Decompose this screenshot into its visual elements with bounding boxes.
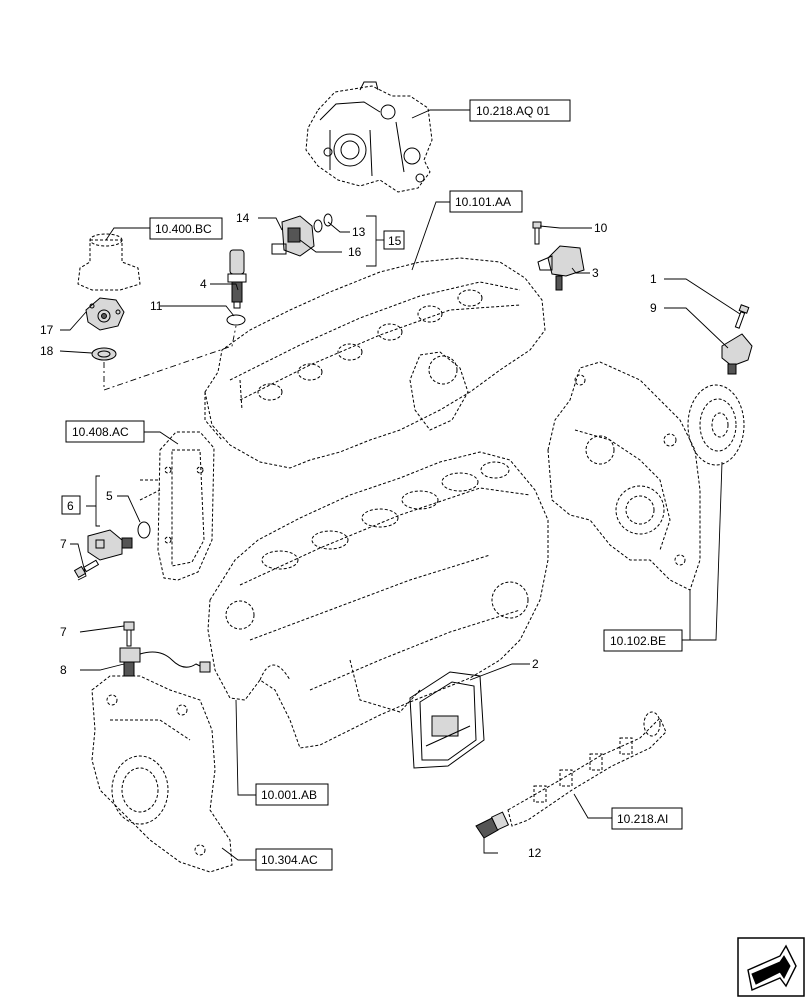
part-4-sensor: [227, 249, 247, 309]
callout-18: 18: [40, 344, 54, 358]
tone-wheel: [687, 384, 745, 466]
common-rail: [507, 711, 667, 827]
callout-5: 5: [106, 489, 113, 503]
ref-label: 10.001.AB: [261, 788, 317, 802]
part-12-sensor: [475, 811, 510, 839]
ref-label: 10.400.BC: [155, 222, 212, 236]
part-8-sensor: [119, 647, 211, 677]
callout-9: 9: [650, 301, 657, 315]
part-1-bolt: [734, 304, 750, 329]
callout-2: 2: [532, 657, 539, 671]
callout-12: 12: [528, 846, 542, 860]
timing-cover: [547, 361, 701, 591]
callout-16: 16: [348, 245, 362, 259]
arrow-nav-icon[interactable]: [737, 937, 805, 997]
flywheel-housing: [91, 675, 233, 873]
part-16-ring: [313, 219, 323, 233]
callout-box-15[interactable]: 15: [383, 230, 405, 250]
ref-10-408-ac[interactable]: 10.408.AC: [65, 420, 145, 443]
callout-7a: 7: [60, 537, 67, 551]
ref-label: 10.101.AA: [455, 195, 511, 209]
ref-10-218-ai[interactable]: 10.218.AI: [611, 807, 683, 830]
callout-11: 11: [150, 299, 163, 313]
callout-4: 4: [200, 277, 207, 291]
part-17-sensor: [85, 297, 125, 331]
water-outlet: [77, 233, 141, 291]
callout-10: 10: [594, 221, 608, 235]
ref-10-001-ab[interactable]: 10.001.AB: [255, 783, 329, 806]
callout-1: 1: [650, 272, 657, 286]
ref-label: 10.218.AQ 01: [476, 104, 550, 118]
callout-17: 17: [40, 323, 54, 337]
callout-8: 8: [60, 663, 67, 677]
high-pressure-pump: [305, 81, 433, 193]
intake-plate: [139, 431, 215, 581]
callout-7b: 7: [60, 625, 67, 639]
ref-label: 10.218.AI: [617, 812, 668, 826]
ref-10-101-aa[interactable]: 10.101.AA: [449, 190, 523, 213]
callout-6: 6: [67, 499, 74, 513]
part-14-valve: [271, 215, 315, 257]
part-5-oring: [137, 521, 151, 539]
callout-3: 3: [592, 266, 599, 280]
cylinder-head: [204, 257, 546, 469]
part-7-bolt-b: [123, 621, 135, 647]
part-3-sensor: [537, 245, 585, 291]
part-11-oring: [226, 314, 246, 326]
ref-label: 10.304.AC: [261, 853, 318, 867]
part-13-ring: [323, 213, 333, 227]
callout-box-6[interactable]: 6: [61, 495, 81, 515]
part-7-bolt-a: [73, 559, 100, 579]
part-6-sensor: [87, 529, 133, 561]
callout-numbers: 1 2 3 4 5 7 7 8 9 10 11 12 13 14 16 17 1…: [40, 211, 657, 860]
ref-10-400-bc[interactable]: 10.400.BC: [149, 217, 223, 240]
engine-block: [207, 451, 549, 749]
ref-label: 10.408.AC: [72, 425, 129, 439]
callout-15: 15: [388, 234, 402, 248]
callout-14: 14: [236, 211, 250, 225]
callout-13: 13: [352, 225, 366, 239]
part-9-sensor: [721, 333, 753, 375]
part-10-bolt: [532, 221, 542, 245]
leader-lines: [59, 109, 741, 861]
part-2-ecu: [409, 671, 485, 769]
ref-10-218-aq-01[interactable]: 10.218.AQ 01: [469, 99, 571, 122]
part-18-seal: [91, 347, 117, 361]
ref-label: 10.102.BE: [610, 634, 666, 648]
ref-10-304-ac[interactable]: 10.304.AC: [255, 848, 333, 871]
ref-10-102-be[interactable]: 10.102.BE: [603, 629, 683, 652]
